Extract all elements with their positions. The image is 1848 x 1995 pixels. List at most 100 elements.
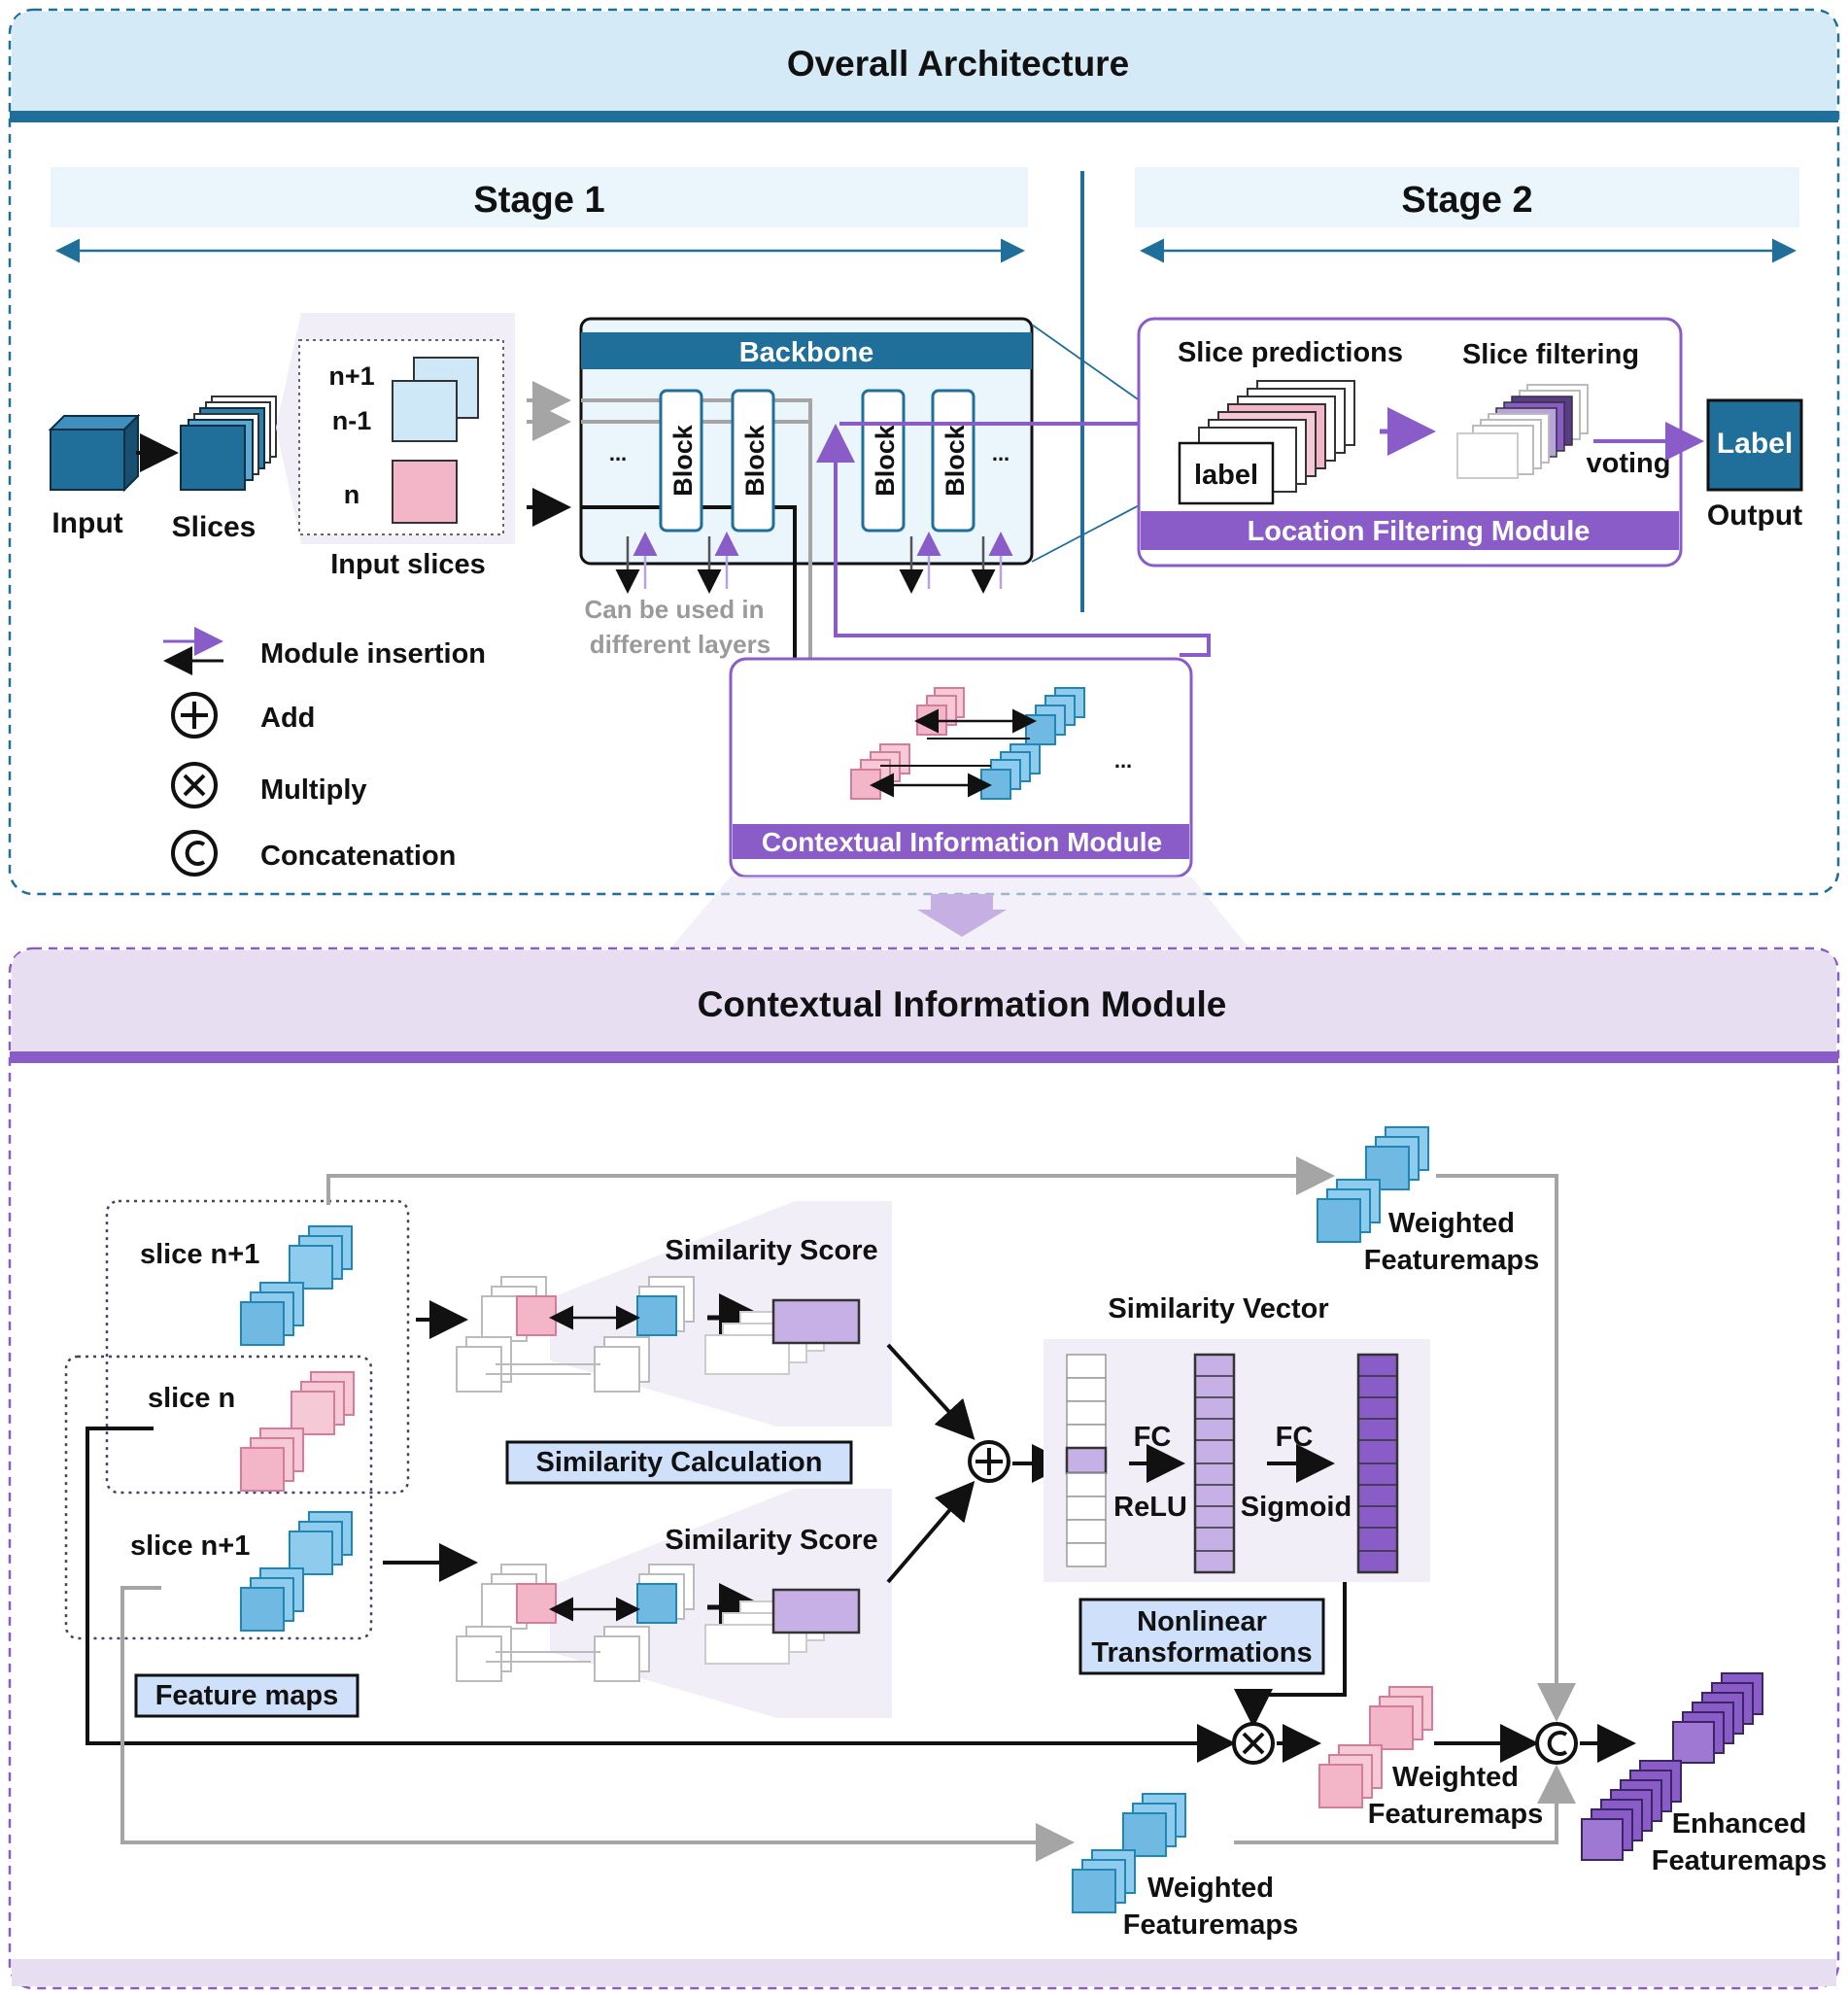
weighted-bottom-label-1: Weighted — [1147, 1873, 1274, 1904]
backbone-ellipsis-right: ... — [992, 441, 1010, 465]
label-output-text: Label — [1717, 428, 1793, 460]
add-icon — [171, 692, 218, 739]
input-cube — [48, 413, 141, 493]
slice-n-plus-1-top-stack — [240, 1225, 353, 1346]
slice-n-square — [392, 460, 458, 524]
nonlinear-label-2: Transformations — [1091, 1637, 1312, 1668]
stage2-label: Stage 2 — [1401, 180, 1532, 221]
gray-path-bottom-to-concat — [1234, 1765, 1576, 1844]
overall-architecture-title: Overall Architecture — [787, 44, 1129, 84]
svg-text:Block: Block — [668, 424, 698, 497]
slice-predictions-label: Slice predictions — [1178, 337, 1403, 368]
feature-group-top — [105, 1199, 410, 1495]
relu-label: ReLU — [1113, 1492, 1187, 1523]
slice-predictions-stack — [1178, 380, 1355, 505]
enhanced-label-1: Enhanced — [1672, 1808, 1807, 1840]
concat-operator — [1535, 1722, 1578, 1765]
slice-n-label: n — [344, 480, 360, 509]
legend-add: Add — [260, 703, 315, 734]
slice-n-plus-1-bottom-label: slice n+1 — [130, 1531, 250, 1562]
black-path-slice-n — [86, 1427, 1236, 1763]
slice-n-plus-1-top-label: slice n+1 — [140, 1239, 259, 1270]
input-label: Input — [51, 507, 122, 539]
similarity-score-bottom-label: Similarity Score — [665, 1525, 877, 1556]
weighted-featuremaps-middle-stack — [1318, 1686, 1433, 1808]
weighted-featuremaps-top-stack — [1317, 1126, 1429, 1243]
gray-path-bottom — [120, 1586, 1075, 1862]
stage1-label: Stage 1 — [473, 180, 604, 221]
svg-text:Block: Block — [740, 424, 770, 497]
input-slices-label: Input slices — [330, 549, 486, 580]
relu-vector-column — [1193, 1353, 1236, 1574]
cim-return-path — [816, 424, 1211, 657]
label-small: label — [1194, 460, 1258, 491]
cim-detail-panel: Contextual Information Module slice n+1 … — [8, 946, 1840, 1990]
nonlinear-label-1: Nonlinear — [1137, 1606, 1267, 1637]
similarity-vector-label: Similarity Vector — [1108, 1293, 1328, 1324]
multiply-icon — [171, 762, 218, 808]
svg-text:Block: Block — [941, 424, 970, 497]
enhanced-featuremaps-stack — [1581, 1672, 1763, 1861]
cim-small-ellipsis: ... — [1114, 748, 1132, 773]
cim-small-feature-stacks — [850, 687, 1085, 800]
similarity-calc-top — [456, 1276, 861, 1393]
weighted-bottom-label-2: Featuremaps — [1123, 1909, 1299, 1941]
weighted-middle-label-2: Featuremaps — [1368, 1799, 1544, 1830]
slice-n-minus-1-square — [392, 380, 458, 442]
slice-n-minus-1-label: n-1 — [332, 406, 372, 435]
slice-n-label-bottom: slice n — [148, 1383, 235, 1414]
concatenation-icon — [171, 830, 218, 877]
cim-detail-title: Contextual Information Module — [698, 984, 1227, 1024]
backbone-block-1: Block — [659, 389, 703, 533]
slice-filtering-stack — [1456, 384, 1589, 479]
overall-architecture-panel: Overall Architecture Stage 1 Stage 2 Inp… — [8, 8, 1840, 896]
feature-group-bottom — [64, 1355, 373, 1640]
slice-n-plus-1-label: n+1 — [328, 361, 374, 391]
feature-maps-label: Feature maps — [155, 1680, 339, 1711]
location-filtering-module-label: Location Filtering Module — [1248, 516, 1591, 547]
label-output-box — [1706, 398, 1803, 492]
weighted-featuremaps-bottom-stack — [1072, 1793, 1186, 1913]
backbone-block-2: Block — [731, 389, 775, 533]
nonlinear-tag — [1078, 1598, 1325, 1675]
backbone-title: Backbone — [739, 337, 874, 368]
similarity-vector-column — [1065, 1354, 1108, 1567]
weighted-top-label-2: Featuremaps — [1364, 1245, 1540, 1276]
similarity-calculation-tag — [505, 1440, 853, 1485]
weighted-middle-label-1: Weighted — [1392, 1762, 1519, 1793]
fc-label-2: FC — [1276, 1422, 1314, 1453]
slice-n-stack — [240, 1371, 355, 1492]
legend-multiply: Multiply — [260, 774, 367, 806]
fc-label-1: FC — [1134, 1422, 1172, 1453]
similarity-score-top-label: Similarity Score — [665, 1235, 877, 1266]
multiply-operator — [1232, 1722, 1275, 1765]
layers-note-line1: Can be used in — [585, 595, 765, 624]
similarity-calc-bottom — [456, 1564, 861, 1682]
backbone-block-3: Block — [861, 389, 906, 533]
output-label: Output — [1707, 499, 1802, 532]
sigmoid-vector-column — [1356, 1353, 1399, 1574]
enhanced-label-2: Featuremaps — [1652, 1845, 1828, 1876]
similarity-calculation-label: Similarity Calculation — [536, 1447, 823, 1478]
weighted-top-label-1: Weighted — [1388, 1208, 1515, 1239]
slice-filtering-label: Slice filtering — [1462, 339, 1639, 370]
legend-module-insertion: Module insertion — [260, 638, 486, 670]
gray-path-top — [326, 1156, 1335, 1205]
add-operator — [968, 1440, 1010, 1483]
backbone-block-4: Block — [931, 389, 975, 533]
svg-text:Block: Block — [871, 424, 900, 497]
gray-path-top-to-concat — [1436, 1174, 1576, 1722]
legend: Module insertion Add Multiply Concatenat… — [163, 627, 486, 877]
sigmoid-label: Sigmoid — [1241, 1492, 1352, 1523]
gray-path-to-cim — [581, 398, 830, 707]
voting-label: voting — [1587, 448, 1671, 479]
black-path-to-cim — [581, 505, 814, 707]
feature-maps-tag — [134, 1673, 359, 1718]
slices-label: Slices — [172, 511, 257, 543]
backbone-ellipsis-left: ... — [609, 441, 627, 465]
slice-n-plus-1-bottom-stack — [240, 1511, 353, 1632]
layer-arrows — [615, 532, 1013, 594]
legend-concatenation: Concatenation — [260, 841, 456, 872]
cim-small-label: Contextual Information Module — [762, 827, 1162, 857]
